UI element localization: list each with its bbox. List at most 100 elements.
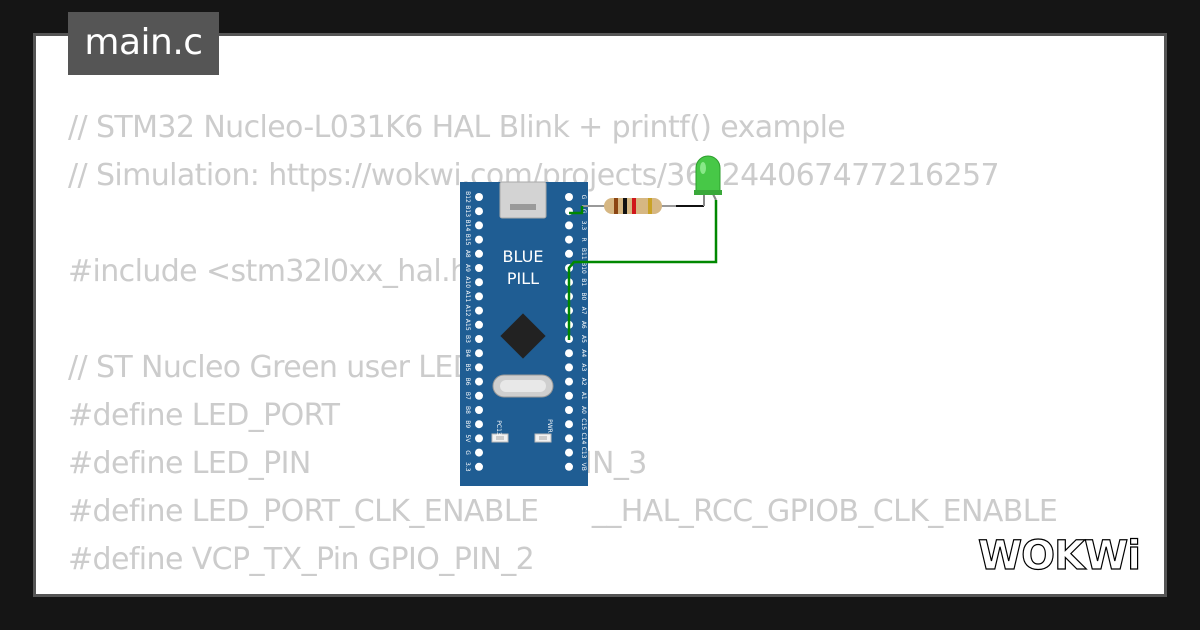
led-rim [694, 190, 722, 195]
pin-left-b8[interactable] [475, 406, 483, 414]
pin-label-left: A12 [464, 305, 471, 317]
pin-label-right: B1 [580, 278, 587, 286]
pin-label-right: A4 [580, 349, 587, 357]
pin-left-a9[interactable] [475, 264, 483, 272]
pin-right-vb[interactable] [565, 462, 573, 471]
pwr-led-label: PWR [546, 419, 553, 433]
pin-label-right: 3.3 [580, 221, 587, 231]
pin-left-a11[interactable] [475, 292, 483, 301]
crystal-highlight [500, 380, 546, 392]
resistor-band-3 [632, 198, 636, 214]
pin-right-c15[interactable] [565, 420, 573, 429]
wokwi-logo-text: WOKWi [978, 533, 1140, 579]
pin-right-a1[interactable] [565, 391, 573, 400]
pin-label-left: B6 [464, 378, 471, 386]
code-listing: // STM32 Nucleo-L031K6 HAL Blink + print… [68, 104, 1158, 594]
pin-right-3.3[interactable] [565, 221, 573, 230]
pin-label-left: B8 [464, 406, 471, 414]
wire-g-to-resistor [569, 206, 584, 215]
pc13-led-inner [496, 436, 504, 440]
code-line: #define LED_PORT [68, 398, 340, 433]
pin-right-a4[interactable] [565, 349, 573, 358]
pin-right-c13[interactable] [565, 448, 573, 457]
wire-led-to-b1 [567, 200, 718, 340]
pin-left-b5[interactable] [475, 363, 483, 372]
pin-left-b14[interactable] [475, 221, 483, 230]
pin-label-right: A7 [580, 307, 587, 315]
pin-left-a12[interactable] [475, 306, 483, 315]
pin-label-left: B12 [464, 191, 471, 203]
pin-left-b6[interactable] [475, 377, 483, 386]
pin-left-b4[interactable] [475, 349, 483, 358]
board-label-line2: PILL [507, 269, 539, 288]
code-line: #define LED_PORT_CLK_ENABLE __HAL_RCC_GP… [68, 494, 1058, 529]
usb-connector [499, 181, 547, 219]
pin-left-b12[interactable] [475, 193, 483, 201]
code-line: #define VCP_TX_Pin GPIO_PIN_2 [68, 542, 535, 577]
pin-left-5v[interactable] [475, 434, 483, 443]
pin-label-left: A15 [464, 319, 471, 331]
pin-left-b9[interactable] [475, 420, 483, 429]
code-line: // Simulation: https://wokwi.com/project… [68, 158, 1000, 193]
resistor-band-4 [648, 198, 652, 214]
pin-label-left: B15 [464, 234, 471, 246]
usb-port-slot [510, 204, 536, 210]
pin-label-left: A11 [464, 291, 471, 303]
pin-right-b11[interactable] [565, 249, 573, 258]
pin-label-left: 5V [464, 434, 471, 443]
pin-label-right: R [580, 238, 587, 242]
file-tab[interactable]: main.c [68, 12, 219, 75]
pin-headers[interactable]: B12B13B14B15A8A9A10A11A12A15B3B4B5B6B7B8… [464, 191, 587, 472]
pin-label-left: A9 [464, 264, 471, 272]
code-line: #define VCP_RX_Pin GPIO_PIN_15 [68, 584, 1158, 594]
pin-right-a2[interactable] [565, 377, 573, 386]
pin-left-a8[interactable] [475, 249, 483, 258]
wokwi-logo: WOKWi [977, 532, 1141, 579]
led-highlight [700, 162, 706, 174]
pin-label-left: B3 [464, 335, 471, 343]
pin-left-b13[interactable] [475, 207, 483, 216]
pin-right-g[interactable] [565, 193, 573, 201]
code-line: #include <stm32l0xx_hal.h> [68, 254, 494, 289]
pin-label-right: B10 [580, 262, 587, 274]
pin-left-a15[interactable] [475, 320, 483, 329]
pin-label-right: A2 [580, 378, 587, 386]
pin-label-right: B11 [580, 248, 587, 260]
board-label-line1: BLUE [503, 247, 544, 266]
code-line: // ST Nucleo Green user LED [68, 350, 476, 385]
pwr-led-inner [539, 436, 547, 440]
pin-label-right: A3 [580, 363, 587, 371]
pin-left-b3[interactable] [475, 335, 483, 343]
pin-right-a3[interactable] [565, 363, 573, 372]
pin-label-left: B9 [464, 420, 471, 428]
pin-right-r[interactable] [565, 235, 573, 244]
resistor-band-1 [614, 198, 618, 214]
pin-left-g[interactable] [475, 448, 483, 457]
pin-label-left: A10 [464, 276, 471, 288]
pin-label-right: A0 [580, 406, 587, 414]
pin-label-left: B5 [464, 363, 471, 371]
pin-label-left: B4 [464, 349, 471, 357]
pin-right-c14[interactable] [565, 434, 573, 443]
pin-label-right: B0 [580, 292, 587, 300]
blue-pill-board[interactable]: BLUE PILL PC13 PWR B12B13B14B15A8A9A10A1… [460, 181, 588, 486]
pin-left-a10[interactable] [475, 278, 483, 287]
pin-label-left: B13 [464, 205, 471, 217]
resistor[interactable] [582, 198, 678, 214]
green-led[interactable] [694, 155, 722, 206]
pin-label-right: A1 [580, 392, 587, 400]
pin-label-right: C15 [580, 418, 587, 430]
pin-label-right: C14 [580, 432, 587, 444]
pin-right-a0[interactable] [565, 406, 573, 414]
pin-left-b15[interactable] [475, 235, 483, 244]
pin-label-left: G [464, 450, 471, 455]
pin-label-right: VB [580, 463, 587, 471]
pin-label-left: B7 [464, 392, 471, 400]
pin-label-left: 3.3 [464, 462, 471, 472]
resistor-band-2 [623, 198, 627, 214]
circuit-diagram[interactable]: BLUE PILL PC13 PWR B12B13B14B15A8A9A10A1… [430, 140, 760, 500]
pin-label-right: C13 [580, 447, 587, 459]
pin-label-left: B14 [464, 220, 471, 232]
pin-left-b7[interactable] [475, 391, 483, 400]
pin-left-3.3[interactable] [475, 462, 483, 471]
